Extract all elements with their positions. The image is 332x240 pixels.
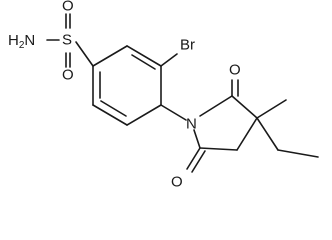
- atom-label-o-top: O: [62, 0, 74, 15]
- atom-label-o-upper: O: [229, 62, 241, 79]
- atom-label-s: S: [62, 32, 72, 49]
- bond-ethyl-2: [277, 149, 319, 158]
- bond-s-ring: [75, 41, 94, 67]
- atom-label-n: N: [186, 116, 197, 133]
- atom-label-nh2-sub: 2: [19, 40, 25, 51]
- bond-c-quat-ethyl-1: [256, 117, 279, 151]
- bond-c-lower-o-b: [191, 150, 206, 173]
- bond-c-upper-c-quat: [231, 95, 258, 119]
- atom-label-br: Br: [180, 37, 195, 54]
- bond-ring-c2-c3: [126, 45, 162, 67]
- chemical-structure: H2N S O O Br N O O: [8, 0, 319, 191]
- bond-ring-n: [160, 104, 187, 121]
- atom-label-o-bottom: O: [62, 67, 74, 84]
- bond-ring-c5-c6: [92, 104, 128, 126]
- atom-label-nh2: H2N: [8, 32, 35, 51]
- atom-label-nh2-h: H: [8, 32, 19, 49]
- atom-label-nh2-n: N: [24, 32, 35, 49]
- bond-c-lower-o-a: [186, 147, 201, 170]
- bond-ring-c3-c3-inner: [131, 54, 156, 70]
- bond-n-c-upper: [199, 95, 233, 117]
- atom-label-o-lower: O: [171, 174, 183, 191]
- bond-ring-br: [160, 53, 178, 67]
- bond-ring-c5-c6-inner: [100, 100, 127, 117]
- bond-c-lower-n: [193, 129, 201, 149]
- bond-ring-c4-c5: [126, 104, 162, 126]
- bond-ch2-c-lower: [199, 147, 238, 151]
- bond-c-quat-methyl: [256, 99, 287, 119]
- bond-c-quat-ch2: [236, 117, 258, 151]
- bond-ring-c1-c2: [92, 45, 128, 67]
